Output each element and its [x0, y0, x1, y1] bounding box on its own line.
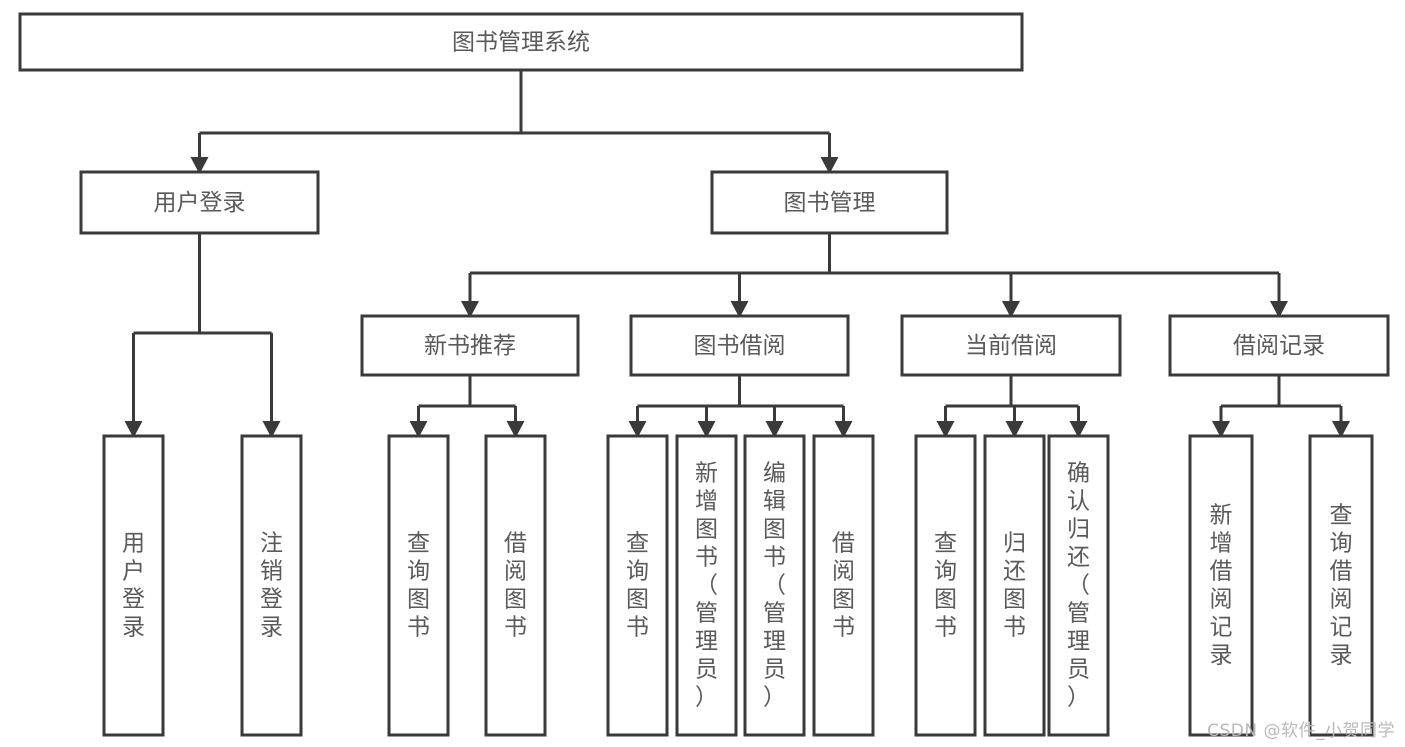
- node-current-borrow[interactable]: 当前借阅: [900, 314, 1122, 377]
- node-leaf-logout[interactable]: 注销登录: [240, 434, 303, 737]
- arrow-head-icon: [936, 421, 955, 438]
- node-box-book-borrow[interactable]: [629, 314, 850, 377]
- node-leaf-add-book[interactable]: 新增图书（管理员）: [675, 434, 738, 737]
- node-box-new-book-recommend[interactable]: [360, 314, 580, 377]
- arrow-head-icon: [820, 157, 839, 174]
- node-label-user-login: 用户登录: [154, 190, 246, 216]
- node-label-leaf-query-book-1: 查询图书: [407, 531, 430, 641]
- node-box-leaf-query-book-2[interactable]: [606, 434, 669, 737]
- arrow-head-icon: [1005, 421, 1024, 438]
- arrow-head-icon: [124, 421, 143, 438]
- node-box-root[interactable]: [18, 12, 1024, 72]
- arrow-head-icon: [190, 157, 209, 174]
- node-label-root: 图书管理系统: [452, 30, 590, 56]
- node-book-manage[interactable]: 图书管理: [710, 170, 949, 235]
- node-root[interactable]: 图书管理系统: [18, 12, 1024, 72]
- node-box-leaf-add-book[interactable]: [675, 434, 738, 737]
- arrow-head-icon: [628, 421, 647, 438]
- node-user-login[interactable]: 用户登录: [79, 170, 320, 235]
- node-label-leaf-return-book: 归还图书: [1003, 531, 1026, 641]
- node-leaf-borrow-book-2[interactable]: 借阅图书: [812, 434, 875, 737]
- node-label-leaf-query-record: 查询借阅记录: [1330, 503, 1353, 669]
- node-box-leaf-borrow-book-1[interactable]: [484, 434, 547, 737]
- arrow-head-icon: [730, 301, 749, 318]
- arrow-head-icon: [697, 421, 716, 438]
- node-label-leaf-borrow-book-2: 借阅图书: [832, 531, 855, 641]
- node-label-book-manage: 图书管理: [784, 190, 876, 216]
- arrow-head-icon: [834, 421, 853, 438]
- arrow-head-icon: [1332, 421, 1350, 438]
- node-box-leaf-add-record[interactable]: [1188, 434, 1254, 737]
- node-box-leaf-query-record[interactable]: [1308, 434, 1374, 737]
- node-label-leaf-edit-book: 编辑图书（管理员）: [763, 461, 786, 711]
- node-label-leaf-add-book: 新增图书（管理员）: [695, 461, 718, 711]
- node-label-leaf-query-book-2: 查询图书: [626, 531, 649, 641]
- nodes-layer: 图书管理系统用户登录图书管理新书推荐图书借阅当前借阅借阅记录用户登录注销登录查询…: [18, 12, 1390, 737]
- node-leaf-borrow-book-1[interactable]: 借阅图书: [484, 434, 547, 737]
- node-leaf-edit-book[interactable]: 编辑图书（管理员）: [743, 434, 806, 737]
- node-label-new-book-recommend: 新书推荐: [424, 333, 516, 359]
- arrow-head-icon: [1069, 421, 1088, 438]
- node-leaf-query-book-1[interactable]: 查询图书: [387, 434, 450, 737]
- node-box-leaf-confirm-return[interactable]: [1047, 434, 1110, 737]
- arrow-head-icon: [765, 421, 784, 438]
- node-box-current-borrow[interactable]: [900, 314, 1122, 377]
- node-leaf-query-book-2[interactable]: 查询图书: [606, 434, 669, 737]
- arrow-head-icon: [409, 421, 428, 438]
- node-book-borrow[interactable]: 图书借阅: [629, 314, 850, 377]
- node-leaf-return-book[interactable]: 归还图书: [983, 434, 1046, 737]
- node-label-leaf-query-book-3: 查询图书: [934, 531, 957, 641]
- node-label-leaf-user-login: 用户登录: [122, 531, 145, 641]
- node-box-leaf-borrow-book-2[interactable]: [812, 434, 875, 737]
- node-leaf-add-record[interactable]: 新增借阅记录: [1188, 434, 1254, 737]
- node-leaf-confirm-return[interactable]: 确认归还（管理员）: [1047, 434, 1110, 737]
- connectors-layer: [124, 70, 1350, 438]
- arrow-head-icon: [1270, 301, 1288, 318]
- node-leaf-query-record[interactable]: 查询借阅记录: [1308, 434, 1374, 737]
- node-box-leaf-edit-book[interactable]: [743, 434, 806, 737]
- node-box-book-manage[interactable]: [710, 170, 949, 235]
- node-box-leaf-user-login[interactable]: [102, 434, 165, 737]
- node-box-leaf-logout[interactable]: [240, 434, 303, 737]
- arrow-head-icon: [461, 301, 479, 318]
- node-leaf-query-book-3[interactable]: 查询图书: [914, 434, 977, 737]
- node-box-leaf-query-book-3[interactable]: [914, 434, 977, 737]
- node-label-leaf-borrow-book-1: 借阅图书: [504, 531, 527, 641]
- arrow-head-icon: [262, 421, 281, 438]
- node-label-book-borrow: 图书借阅: [694, 333, 786, 359]
- node-label-leaf-add-record: 新增借阅记录: [1210, 503, 1233, 669]
- node-box-borrow-record[interactable]: [1168, 314, 1390, 377]
- node-box-leaf-return-book[interactable]: [983, 434, 1046, 737]
- arrow-head-icon: [506, 421, 525, 438]
- arrow-head-icon: [1212, 421, 1230, 438]
- node-label-current-borrow: 当前借阅: [965, 333, 1057, 359]
- node-borrow-record[interactable]: 借阅记录: [1168, 314, 1390, 377]
- arrow-head-icon: [1002, 301, 1020, 318]
- node-box-user-login[interactable]: [79, 170, 320, 235]
- node-new-book-recommend[interactable]: 新书推荐: [360, 314, 580, 377]
- node-label-leaf-confirm-return: 确认归还（管理员）: [1067, 461, 1090, 711]
- node-box-leaf-query-book-1[interactable]: [387, 434, 450, 737]
- node-label-leaf-logout: 注销登录: [260, 531, 283, 641]
- node-label-borrow-record: 借阅记录: [1233, 333, 1325, 359]
- node-leaf-user-login[interactable]: 用户登录: [102, 434, 165, 737]
